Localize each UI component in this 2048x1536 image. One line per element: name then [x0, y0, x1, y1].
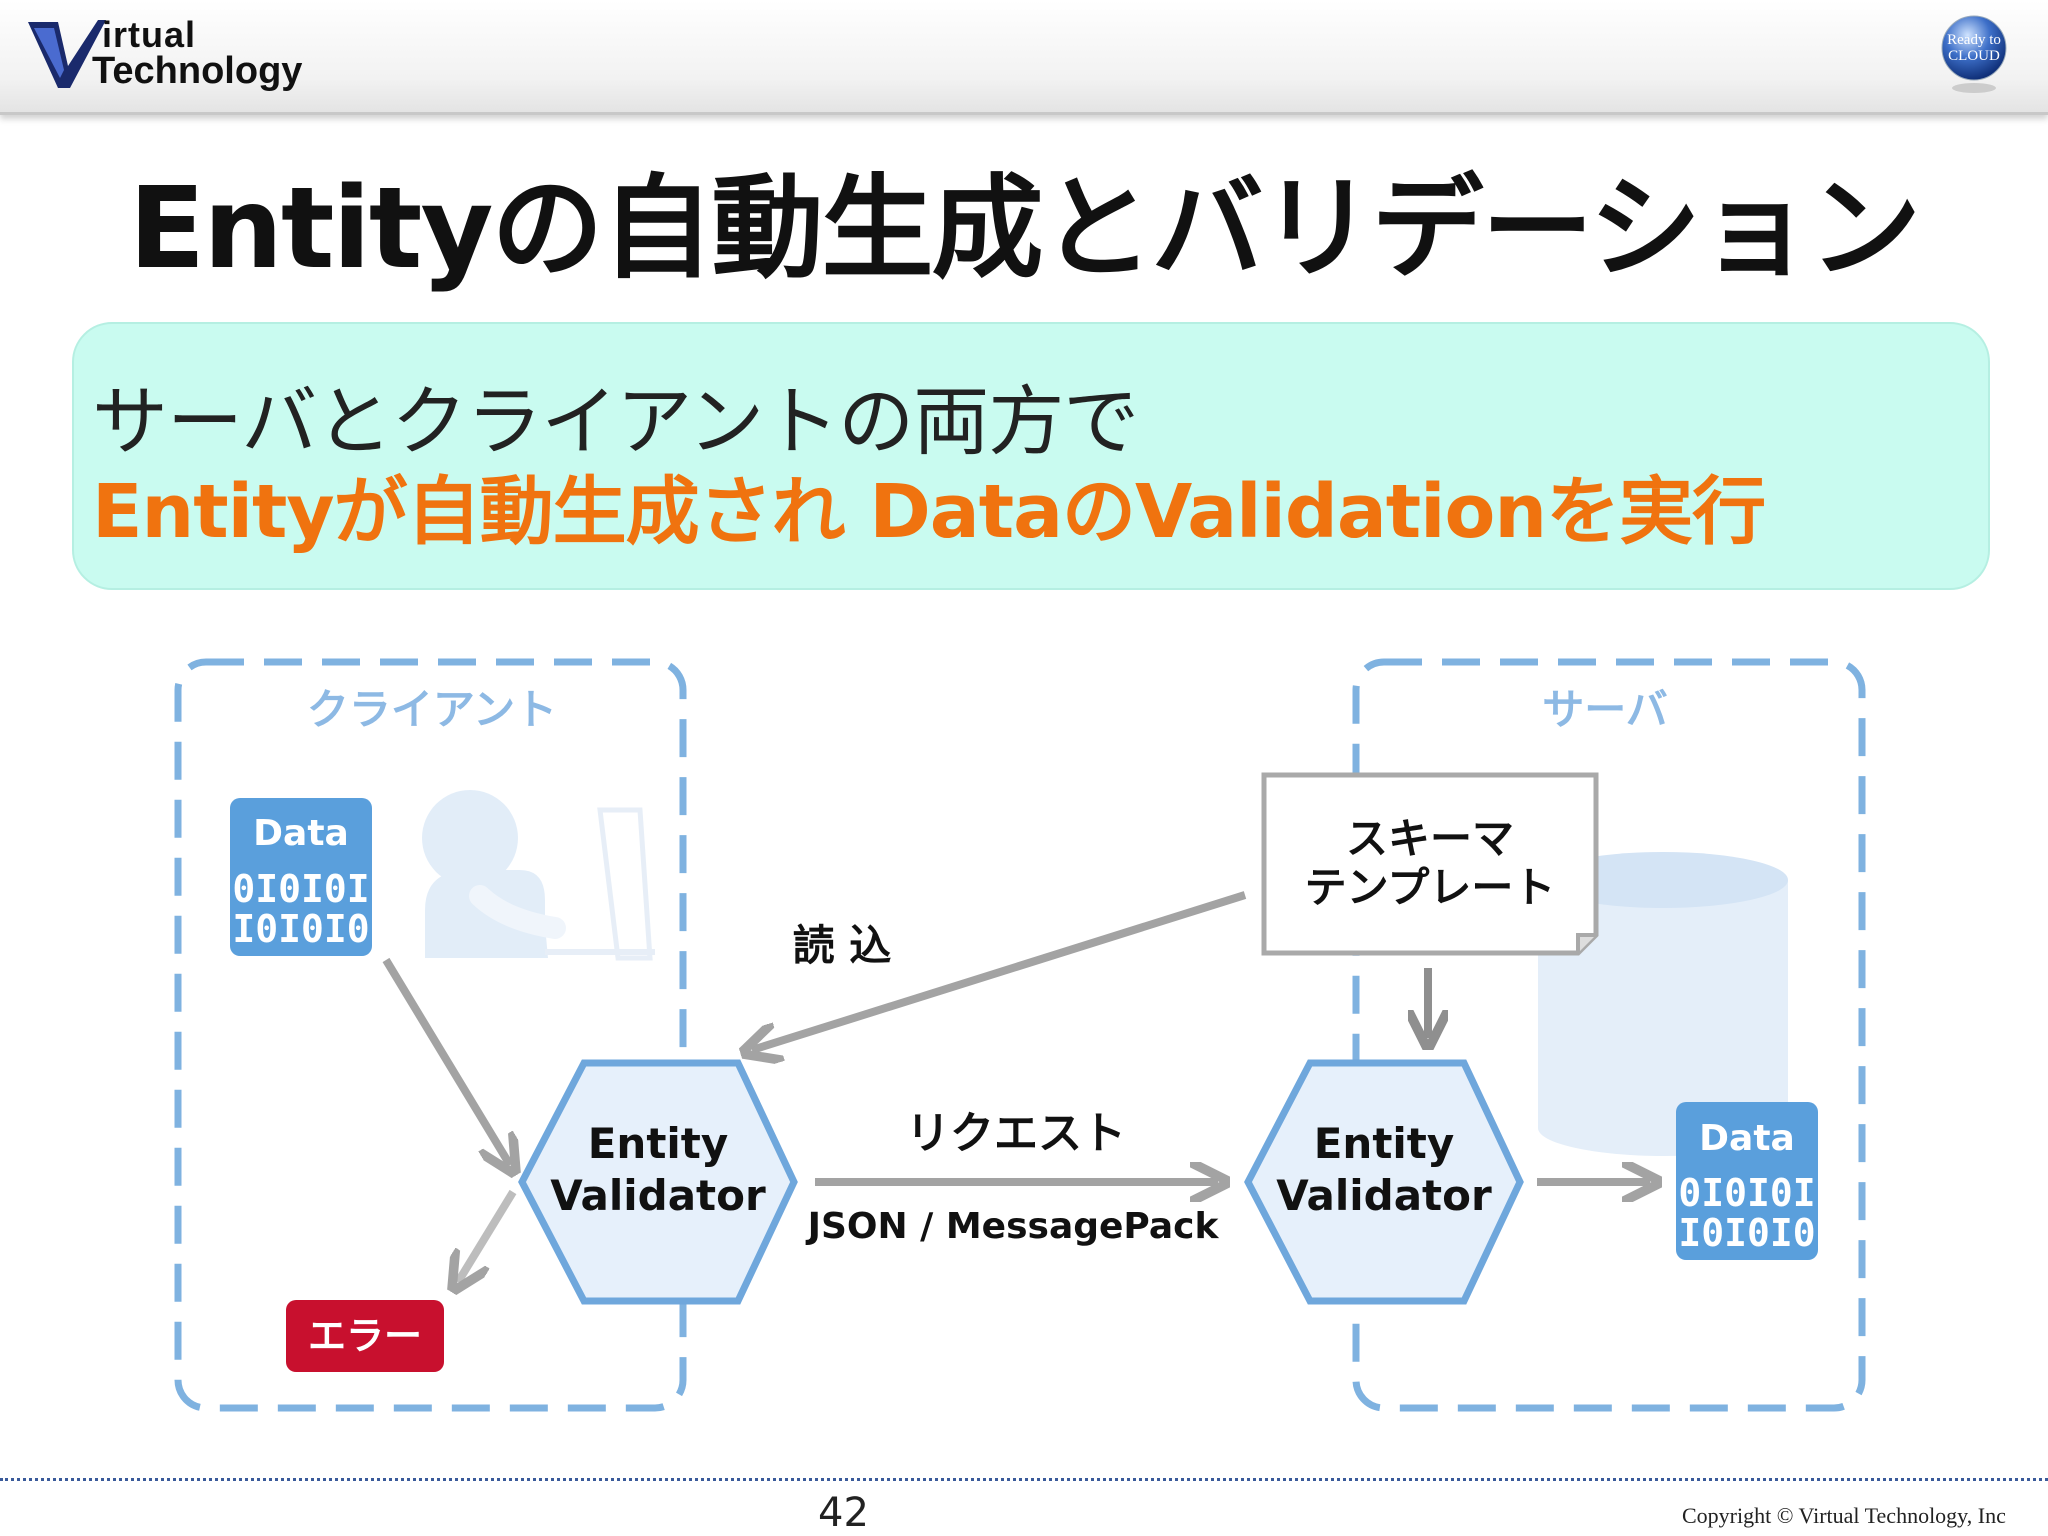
schema-to-client-validator-arrow: [752, 891, 1247, 1050]
server-data-binary-2: I0I0I0: [1678, 1211, 1815, 1255]
error-label: エラー: [308, 1314, 422, 1358]
summary-line-2: Entityが自動生成され DataのValidationを実行: [92, 469, 1766, 555]
database-icon: [1538, 852, 1788, 1156]
server-entity-validator: Entity Validator: [1244, 1059, 1524, 1305]
footer-divider: [0, 1478, 2048, 1481]
schema-template-card: スキーマ テンプレート: [1261, 772, 1599, 956]
client-validator-line2: Validator: [550, 1171, 766, 1220]
page-number: 42: [818, 1490, 869, 1536]
slide-title: Entityの自動生成とバリデーション: [128, 164, 1921, 294]
server-validator-line2: Validator: [1276, 1171, 1492, 1220]
header-bar: irtual Technology Ready to CLOUD: [0, 0, 2048, 115]
cloud-globe-icon: [1941, 15, 2007, 93]
client-data-label: Data: [253, 813, 349, 854]
server-data-label: Data: [1699, 1118, 1795, 1159]
logo-text-line2: Technology: [92, 50, 303, 92]
server-label: サーバ: [1542, 685, 1668, 734]
client-label: クライアント: [307, 685, 557, 734]
copyright-text: Copyright © Virtual Technology, Inc: [1682, 1503, 2006, 1528]
badge-line2: CLOUD: [1948, 48, 2000, 64]
badge-line1: Ready to: [1947, 32, 2001, 48]
client-data-binary-1: 0I0I0I: [232, 867, 369, 911]
user-at-computer-icon: [422, 790, 655, 961]
schema-line2: テンプレート: [1305, 863, 1556, 912]
server-data-binary-1: 0I0I0I: [1678, 1171, 1815, 1215]
request-label: リクエスト: [906, 1108, 1126, 1159]
server-boundary: [1352, 658, 1866, 1412]
schema-line1: スキーマ: [1346, 814, 1514, 863]
format-label: JSON / MessagePack: [805, 1206, 1220, 1247]
client-validator-line1: Entity: [588, 1119, 729, 1168]
data-to-validator-arrow: [382, 957, 510, 1165]
client-data-binary-2: I0I0I0: [232, 907, 369, 951]
client-boundary: [174, 658, 687, 1412]
server-data-icon: Data 0I0I0I I0I0I0: [1676, 1102, 1818, 1260]
error-badge: エラー: [286, 1300, 444, 1372]
load-label: 読 込: [793, 921, 892, 970]
server-validator-line1: Entity: [1314, 1119, 1455, 1168]
client-data-icon: Data 0I0I0I I0I0I0: [230, 798, 372, 956]
logo-text-line1: irtual: [102, 14, 197, 55]
company-logo-icon: [28, 20, 106, 88]
validator-to-error-arrow: [458, 1189, 517, 1282]
ready-to-cloud-badge: Ready to CLOUD: [1940, 8, 2008, 98]
badge-text: Ready to CLOUD: [1940, 32, 2008, 64]
summary-line-1: サーバとクライアントの両方で: [92, 377, 1139, 466]
client-entity-validator: Entity Validator: [518, 1059, 798, 1305]
summary-panel: [72, 322, 1990, 590]
